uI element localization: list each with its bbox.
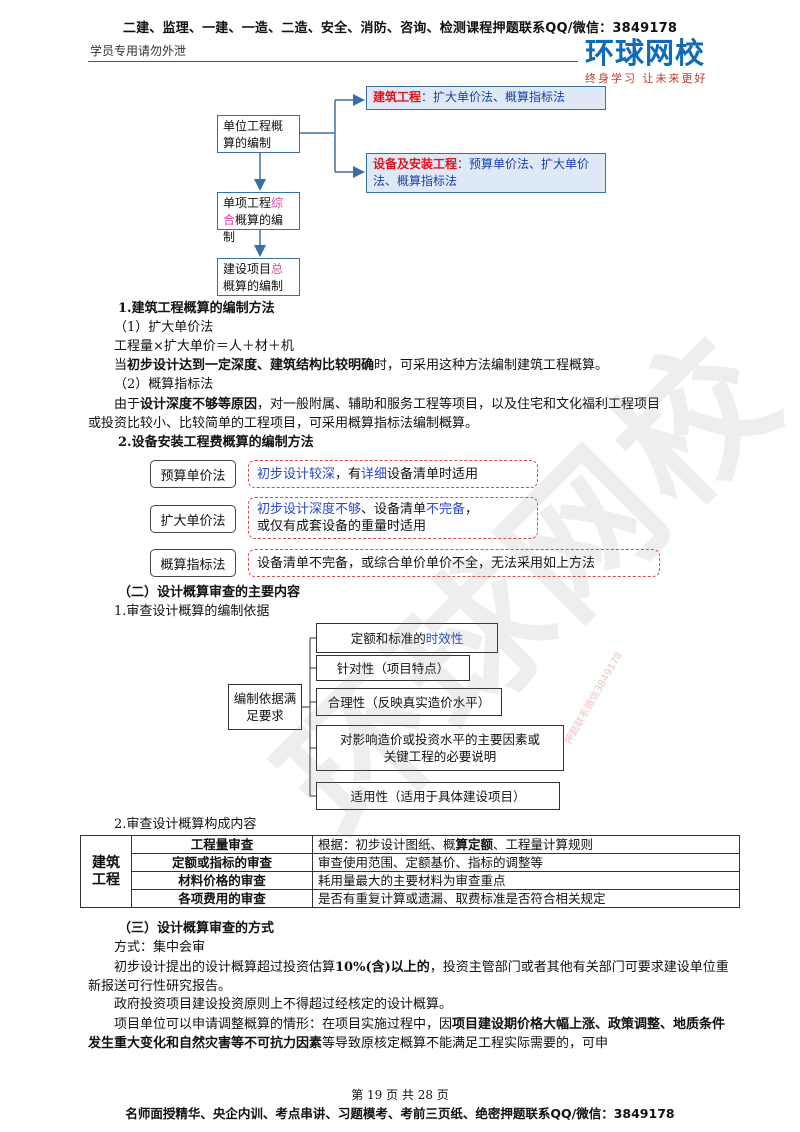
sec1-m1-pre: 当	[114, 358, 128, 373]
project-estimate-label-b: 总	[271, 262, 284, 276]
basis-item-pertinence: 针对性（项目特点）	[316, 655, 470, 681]
budget-desc-b: ，有	[335, 467, 362, 482]
sec1-title: 1.建筑工程概算的编制方法	[118, 301, 275, 316]
basis-item-timeliness: 定额和标准的时效性	[316, 623, 498, 653]
sec3-title: （二）设计概算审查的主要内容	[118, 585, 301, 600]
sec1-formula: 工程量×扩大单价＝人＋材＋机	[114, 339, 294, 354]
project-estimate-label-a: 建设项目	[223, 262, 272, 276]
basis-center-box: 编制依据满足要求	[228, 684, 302, 730]
review-key: 定额或指标的审查	[131, 853, 313, 872]
sec4-p3: 项目单位可以申请调整概算的情形：在项目实施过程中，因项目建设期价格大幅上涨、政策…	[88, 1015, 738, 1053]
unit-estimate-box: 单位工程概算的编制	[217, 115, 300, 153]
basis-item-timeliness-b: 时效性	[425, 630, 464, 646]
sec1-m1-desc: 当初步设计达到一定深度、建筑结构比较明确时，可采用这种方法编制建筑工程概算。	[114, 357, 608, 375]
sec2-title: 2.设备安装工程费概算的编制方法	[118, 435, 314, 450]
project-estimate-label-c: 概算的编制	[223, 279, 284, 293]
table-row: 材料价格的审查 耗用量最大的主要材料为审查重点	[81, 871, 740, 890]
sec1-m2-desc: 由于设计深度不够等原因，对一般附属、辅助和服务工程等项目，以及住宅和文化福利工程…	[114, 396, 660, 414]
review-value-c: 、工程量计算规则	[493, 837, 594, 852]
basis-item-rationality: 合理性（反映真实造价水平）	[316, 688, 502, 716]
building-methods: ：扩大单价法、概算指标法	[421, 90, 566, 104]
top-ad-line: 二建、监理、一建、一造、二造、安全、消防、咨询、检测课程押题联系QQ/微信：38…	[122, 21, 678, 36]
sec4-p3-b: 项目建设期价格大幅上涨、政策调整、	[452, 1017, 674, 1032]
expanded-desc-a: 初步设计深度不够	[257, 502, 362, 517]
logo: 环球网校 终身学习 让未来更好	[585, 30, 708, 86]
building-methods-box: 建筑工程：扩大单价法、概算指标法	[366, 86, 606, 110]
project-estimate-box: 建设项目总概算的编制	[217, 258, 300, 296]
sec1-m2-bold: 设计深度不够等原因	[140, 397, 258, 412]
basis-item-timeliness-a: 定额和标准的	[350, 630, 426, 646]
footer-ad-line: 名师面授精华、央企内训、考点串讲、习题模考、考前三页纸、绝密押题联系QQ/微信：…	[125, 1106, 675, 1121]
method-label-index: 概算指标法	[150, 549, 236, 577]
budget-desc-a: 初步设计较深	[257, 467, 336, 482]
basis-item-explanation-a: 对影响造价或投资水平的主要因素或	[339, 732, 540, 747]
equip-methods: ：预算单价法、扩大单价法、概算指标法	[373, 157, 590, 188]
sec4-p3-c: 地质条件发生重大变化和自然灾害等不可抗力因素	[88, 1017, 726, 1051]
review-key: 工程量审查	[131, 835, 313, 854]
expanded-desc-b: 、设备清单	[361, 502, 427, 517]
review-key: 材料价格的审查	[131, 871, 313, 890]
sec1-m1-post: 时，可采用这种方法编制建筑工程概算。	[374, 358, 609, 373]
building-label: 建筑工程	[373, 90, 422, 104]
budget-desc-d: 设备清单时适用	[387, 467, 479, 482]
sec4-p1: 初步设计提出的设计概算超过投资估算10%(含)以上的，投资主管部门或者其他有关部…	[88, 958, 738, 996]
page-number: 第 19 页 共 28 页	[351, 1088, 449, 1102]
student-note: 学员专用请勿外泄	[90, 44, 187, 58]
review-table: 建筑工程 工程量审查 根据：初步设计图纸、概算定额、工程量计算规则 定额或指标的…	[80, 835, 740, 908]
table-row: 各项费用的审查 是否有重复计算或遗漏、取费标准是否符合相关规定	[81, 889, 740, 908]
single-estimate-box: 单项工程综合概算的编制	[217, 192, 300, 244]
sec1-m1: （1）扩大单价法	[114, 320, 214, 335]
basis-item-explanation: 对影响造价或投资水平的主要因素或 关键工程的必要说明	[316, 725, 564, 771]
sec1-m2-line2: 或投资比较小、比较简单的工程项目，可采用概算指标法编制概算。	[88, 416, 479, 431]
equip-label: 设备及安装工程	[373, 157, 458, 171]
sec4-p3-a: 项目单位可以申请调整概算的情形：在项目实施过程中，因	[114, 1017, 453, 1032]
sec3-sub2: 2.审查设计概算构成内容	[114, 817, 257, 832]
review-value-a: 根据：初步设计图纸、概	[318, 837, 456, 852]
flow-connectors	[254, 94, 365, 257]
sec4-p1-line2: 建设单位重新报送可行性研究报告。	[88, 960, 729, 994]
method-label-expanded: 扩大单价法	[150, 505, 236, 533]
sec4-p2: 政府投资项目建设投资原则上不得超过经核定的设计概算。	[114, 997, 453, 1012]
sec1-m1-bold: 初步设计达到一定深度、建筑结构比较明确	[127, 358, 375, 373]
basis-connectors	[302, 637, 316, 797]
unit-estimate-label: 单位工程概算的编制	[223, 119, 284, 150]
basis-item-applicability: 适用性（适用于具体建设项目）	[316, 782, 560, 810]
sec1-m2: （2）概算指标法	[114, 377, 214, 392]
basis-item-explanation-b: 关键工程的必要说明	[383, 749, 497, 764]
budget-desc-c: 详细	[361, 467, 388, 482]
method-desc-budget: 初步设计较深，有详细设备清单时适用	[248, 460, 538, 488]
sec4-p1-b: 10%(含)以上的	[335, 960, 430, 975]
review-key: 各项费用的审查	[131, 889, 313, 908]
review-group: 建筑工程	[80, 835, 132, 908]
logo-slogan: 终身学习 让未来更好	[585, 72, 708, 85]
sec4-p1-c: ，投资主管部门或者其他有关部门可要求	[429, 960, 664, 975]
expanded-desc-d: ，	[465, 502, 479, 517]
sec4-title: （三）设计概算审查的方式	[118, 921, 275, 936]
table-row: 定额或指标的审查 审查使用范围、定额基价、指标的调整等	[81, 853, 740, 872]
equip-methods-box: 设备及安装工程：预算单价法、扩大单价法、概算指标法	[366, 153, 606, 193]
single-estimate-label-a: 单项工程	[223, 196, 272, 210]
sec4-p1-a: 初步设计提出的设计概算超过投资估算	[114, 960, 336, 975]
sec3-sub1: 1.审查设计概算的编制依据	[114, 604, 270, 619]
sec1-m2-pre: 由于	[114, 397, 141, 412]
sec4-method: 方式：集中会审	[114, 940, 206, 955]
method-label-budget: 预算单价法	[150, 460, 236, 488]
method-desc-index: 设备清单不完备，或综合单价单价不全，无法采用如上方法	[248, 549, 660, 577]
header-divider	[88, 61, 578, 62]
table-row: 建筑工程 工程量审查 根据：初步设计图纸、概算定额、工程量计算规则	[80, 835, 740, 908]
review-value: 是否有重复计算或遗漏、取费标准是否符合相关规定	[312, 889, 740, 908]
method-desc-expanded: 初步设计深度不够、设备清单不完备， 或仅有成套设备的重量时适用	[248, 497, 538, 539]
expanded-desc-c: 不完备	[426, 502, 466, 517]
sec4-p3-d: 等导致原核定概算不能满足工程实际需要的，可申	[322, 1036, 609, 1051]
logo-main: 环球网校	[585, 36, 706, 70]
single-estimate-label-b: 综合	[223, 196, 284, 227]
single-estimate-label-c: 概算的编制	[223, 213, 284, 244]
expanded-desc-line2: 或仅有成套设备的重量时适用	[257, 519, 427, 534]
sec1-m2-post: ，对一般附属、辅助和服务工程等项目，以及住宅和文化福利工程项目	[257, 397, 661, 412]
review-value-b: 算定额	[455, 837, 494, 852]
